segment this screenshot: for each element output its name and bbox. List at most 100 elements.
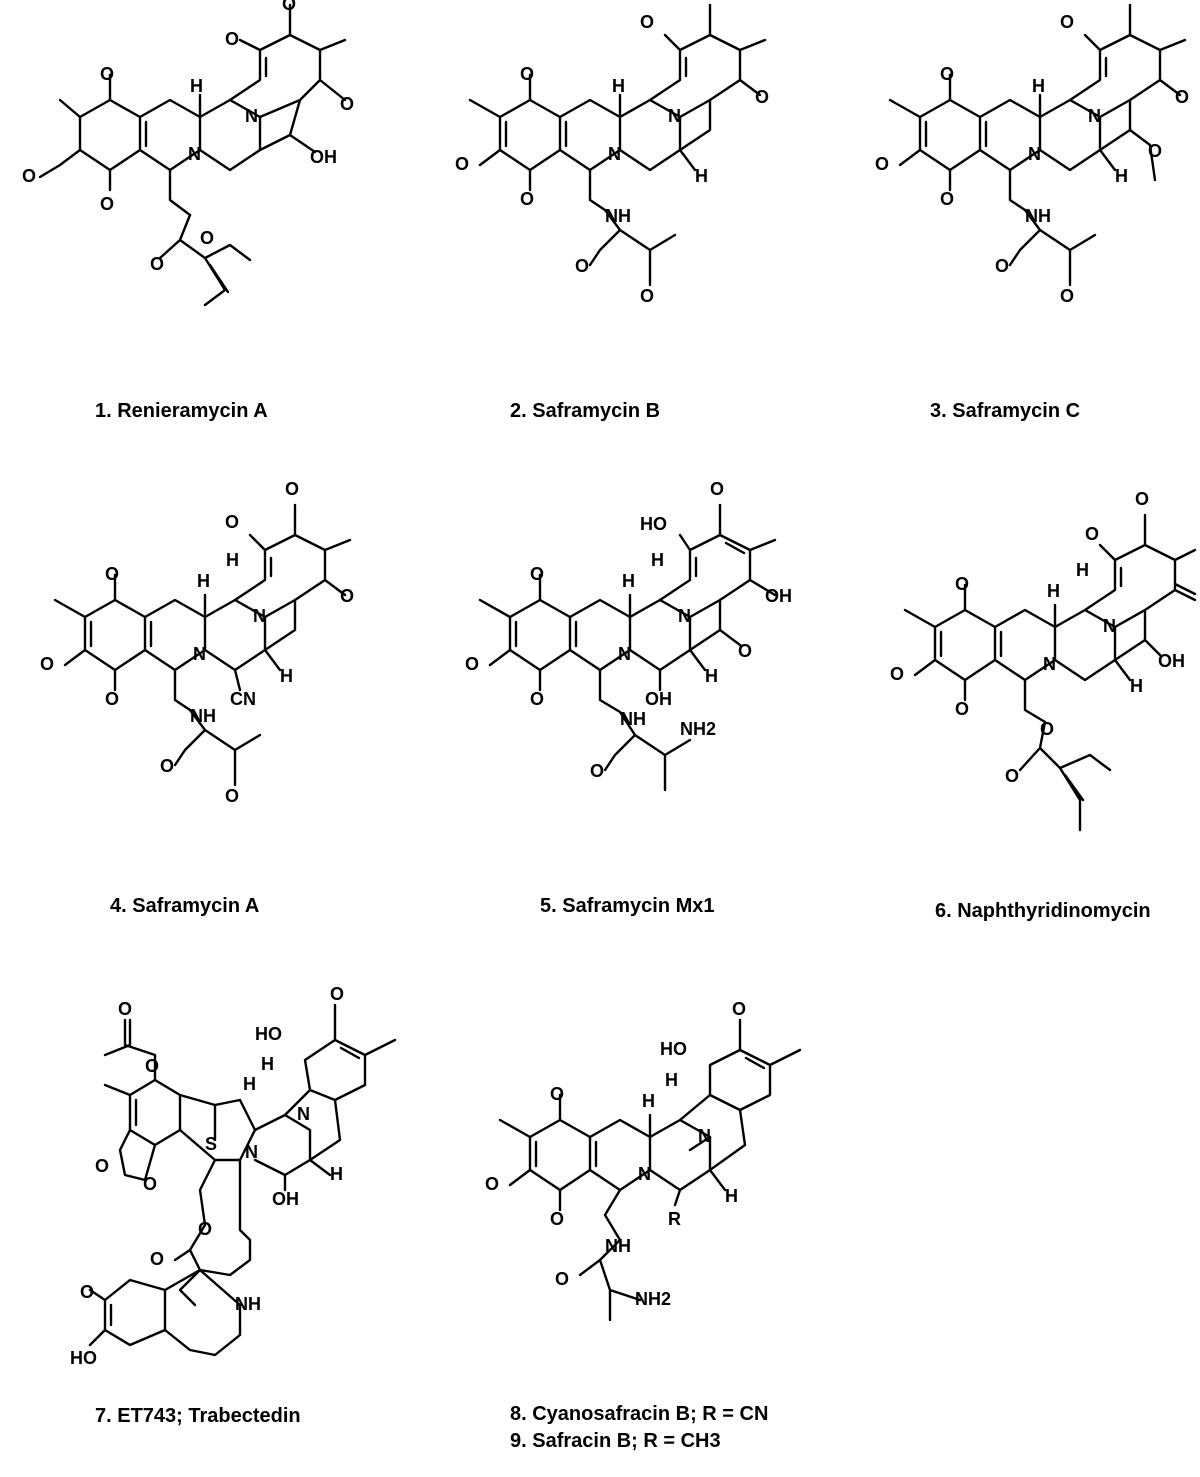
atom-o: O (640, 12, 654, 32)
atom-n: N (678, 606, 691, 626)
atom-o: O (555, 1269, 569, 1289)
atom-n: N (245, 106, 258, 126)
atom-o: O (995, 256, 1009, 276)
atom-o: O (550, 1084, 564, 1104)
atom-o: O (1040, 719, 1054, 739)
atom-o: O (143, 1174, 157, 1194)
atom-o: O (200, 228, 214, 248)
atom-o: O (640, 286, 654, 306)
caption-saframycin-a: 4. Saframycin A (110, 895, 259, 917)
atom-o: O (145, 1056, 159, 1076)
atom-o: O (550, 1209, 564, 1229)
atom-o: O (285, 479, 299, 499)
atom-h: H (261, 1054, 274, 1074)
molecule-naphthyridinomycin: O O O H H N N H OH O O O O (890, 489, 1197, 832)
atom-o: O (40, 654, 54, 674)
atom-n: N (638, 1164, 651, 1184)
atom-n: N (668, 106, 681, 126)
atom-cn: CN (230, 689, 256, 709)
atom-n: N (1103, 616, 1116, 636)
atom-o: O (1175, 87, 1189, 107)
molecule-saframycin-a: O O O H H N N H CN O O O NH O O (40, 479, 354, 806)
atom-o: O (340, 94, 354, 114)
caption-saframycin-c: 3. Saframycin C (930, 400, 1080, 422)
atom-oh: OH (1158, 651, 1185, 671)
atom-o: O (738, 641, 752, 661)
atom-s: S (205, 1134, 217, 1154)
atom-h: H (622, 571, 635, 591)
atom-o: O (940, 189, 954, 209)
atom-h: H (280, 666, 293, 686)
atom-o: O (1085, 524, 1099, 544)
caption-cyanosafracin-b: 8. Cyanosafracin B; R = CN (510, 1403, 768, 1425)
atom-h: H (725, 1186, 738, 1206)
atom-h: H (642, 1091, 655, 1111)
atom-n: N (698, 1126, 711, 1146)
atom-nh2: NH2 (680, 719, 716, 739)
caption-trabectedin: 7. ET743; Trabectedin (95, 1405, 301, 1427)
atom-n: N (297, 1104, 310, 1124)
atom-h: H (1130, 676, 1143, 696)
atom-o: O (118, 999, 132, 1019)
atom-o: O (575, 256, 589, 276)
atom-n: N (608, 144, 621, 164)
atom-o: O (100, 194, 114, 214)
atom-o: O (455, 154, 469, 174)
atom-n: N (1043, 654, 1056, 674)
atom-o: O (225, 29, 239, 49)
caption-saframycin-b: 2. Saframycin B (510, 400, 660, 422)
atom-o: O (1135, 489, 1149, 509)
atom-o: O (100, 64, 114, 84)
atom-oh: OH (645, 689, 672, 709)
atom-o: O (150, 1249, 164, 1269)
atom-h: H (190, 76, 203, 96)
atom-o: O (940, 64, 954, 84)
atom-o: O (340, 586, 354, 606)
atom-o: O (1005, 766, 1019, 786)
atom-nh: NH (190, 706, 216, 726)
atom-o: O (520, 64, 534, 84)
atom-h: H (197, 571, 210, 591)
atom-o: O (22, 166, 36, 186)
atom-o: O (890, 664, 904, 684)
atom-o: O (530, 689, 544, 709)
atom-oh: OH (310, 147, 337, 167)
atom-o: O (105, 689, 119, 709)
atom-o: O (282, 0, 296, 14)
atom-ho: HO (255, 1024, 282, 1044)
atom-h: H (1076, 560, 1089, 580)
atom-nh: NH (605, 1236, 631, 1256)
atom-n: N (618, 644, 631, 664)
atom-nh: NH (620, 709, 646, 729)
caption-safracin-b: 9. Safracin B; R = CH3 (510, 1430, 721, 1452)
atom-o: O (150, 254, 164, 274)
atom-o: O (955, 574, 969, 594)
atom-n: N (188, 144, 201, 164)
atom-h: H (705, 666, 718, 686)
atom-o: O (225, 786, 239, 806)
molecule-renieramycin-a: O O O H N N O O O OH O O (22, 0, 354, 307)
atom-nh: NH (235, 1294, 261, 1314)
atom-ho: HO (660, 1039, 687, 1059)
atom-r: R (668, 1209, 681, 1229)
atom-o: O (1060, 286, 1074, 306)
atom-ho: HO (70, 1348, 97, 1368)
atom-o: O (875, 154, 889, 174)
atom-o: O (198, 1219, 212, 1239)
atom-h: H (612, 76, 625, 96)
atom-o: O (485, 1174, 499, 1194)
atom-n: N (1028, 144, 1041, 164)
atom-ho: HO (640, 514, 667, 534)
molecule-saframycin-c: O O O H N N H O O O NH O O (875, 3, 1189, 306)
atom-h: H (1047, 581, 1060, 601)
atom-o: O (732, 999, 746, 1019)
atom-o: O (160, 756, 174, 776)
atom-h: H (1115, 166, 1128, 186)
atom-o: O (1060, 12, 1074, 32)
caption-renieramycin-a: 1. Renieramycin A (95, 400, 268, 422)
atom-h: H (330, 1164, 343, 1184)
atom-h: H (665, 1070, 678, 1090)
molecule-safracin-b: O O O H H N N H R O HO NH NH2 O (485, 999, 802, 1322)
atom-nh2: NH2 (635, 1289, 671, 1309)
atom-nh: NH (605, 206, 631, 226)
